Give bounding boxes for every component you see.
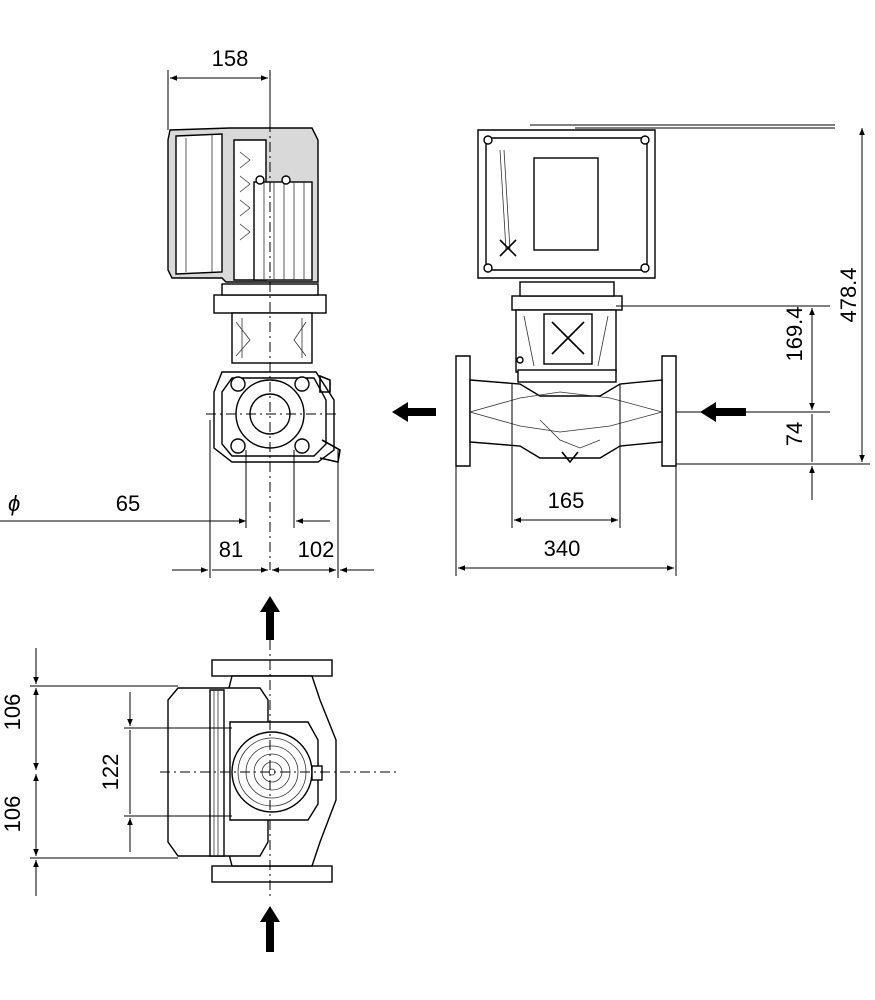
motor-height-label: 169.4 xyxy=(782,306,807,361)
top-inlet-arrow-icon xyxy=(260,596,280,640)
top-view-arrows xyxy=(260,596,280,952)
left-offset-label: 81 xyxy=(219,537,243,562)
front-view xyxy=(167,82,341,570)
vertical-dimensions: 169.4 74 xyxy=(616,305,830,500)
horizontal-dimensions: 165 340 xyxy=(455,384,677,576)
overall-height-label: 478.4 xyxy=(836,267,861,322)
top-view-dimensions: 106 106 122 xyxy=(0,648,232,896)
bottom-depth-label: 106 xyxy=(0,796,25,833)
top-depth-label: 106 xyxy=(0,694,25,731)
right-offset-label: 102 xyxy=(298,537,335,562)
inlet-height-label: 74 xyxy=(782,422,807,446)
base-width-label: 165 xyxy=(548,488,585,513)
top-width-dimension: 158 xyxy=(167,46,271,130)
side-view xyxy=(455,124,835,467)
overall-height-dimension: 478.4 xyxy=(676,128,870,465)
offset-dimensions: 81 102 xyxy=(172,420,374,578)
diameter-label: 65 xyxy=(116,491,140,516)
phi-symbol: ϕ xyxy=(8,491,20,516)
overall-length-label: 340 xyxy=(544,536,581,561)
top-view xyxy=(160,640,398,900)
outlet-arrow-icon xyxy=(392,402,436,422)
top-width-label: 158 xyxy=(212,46,249,71)
bottom-outlet-arrow-icon xyxy=(260,906,280,952)
diameter-dimension: ϕ 65 xyxy=(0,450,330,528)
mid-width-label: 122 xyxy=(98,754,123,791)
